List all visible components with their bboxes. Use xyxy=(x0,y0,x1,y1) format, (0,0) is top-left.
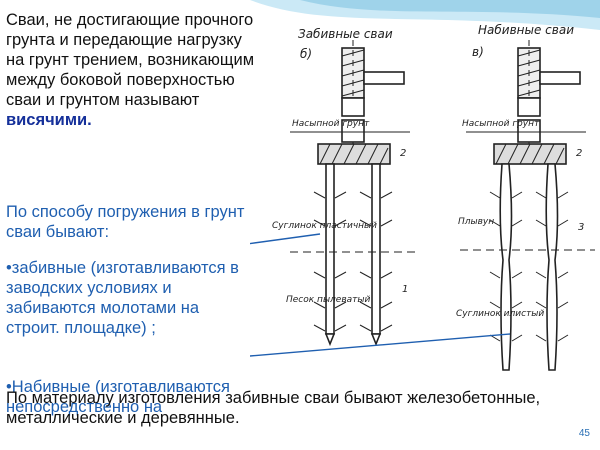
pointer-line-2 xyxy=(250,333,511,357)
fill-soil-b: Насыпной грунт xyxy=(292,119,370,129)
friction-arrows-left xyxy=(313,191,393,332)
definition-text: Сваи, не достигающие прочного грунта и п… xyxy=(6,10,256,130)
panel-c-label: в) xyxy=(472,45,484,59)
sand-label: Песок пылеватый xyxy=(286,295,371,305)
mark-2-right: 2 xyxy=(576,148,582,159)
header-wave-decoration xyxy=(250,0,600,30)
piles-diagram: Забивные сваи Набивные сваи б) в) xyxy=(250,23,595,371)
mark-1: 1 xyxy=(402,284,408,295)
driven-pile-structure xyxy=(290,40,415,347)
fill-soil-c: Насыпной грунт xyxy=(462,119,540,129)
material-note: По материалу изготовления забивные сваи … xyxy=(6,389,541,427)
page-number: 45 xyxy=(578,428,590,439)
pointer-line-1 xyxy=(250,233,321,245)
mark-3: 3 xyxy=(578,222,584,233)
loam-label: Суглинок пластичный xyxy=(272,221,377,231)
label-bored: Набивные сваи xyxy=(478,23,574,37)
definition-main: Сваи, не достигающие прочного грунта и п… xyxy=(6,11,255,109)
label-driven: Забивные сваи xyxy=(298,27,393,41)
quicksand-label: Плывун xyxy=(458,217,494,227)
panel-b-label: б) xyxy=(300,47,312,61)
bored-pile-structure xyxy=(460,40,595,371)
immersion-intro: По способу погружения в грунт сваи бываю… xyxy=(6,203,245,241)
friction-arrows-right xyxy=(489,191,569,342)
bored-piles-item: •Набивные (изготавливаются непосредствен… xyxy=(6,378,230,416)
mark-2-left: 2 xyxy=(400,148,406,159)
driven-piles-item: •забивные (изготавливаются в заводских у… xyxy=(6,259,239,337)
definition-emphasis: висячими. xyxy=(6,111,92,129)
loam-silt-label: Суглинок илистый xyxy=(456,309,544,319)
